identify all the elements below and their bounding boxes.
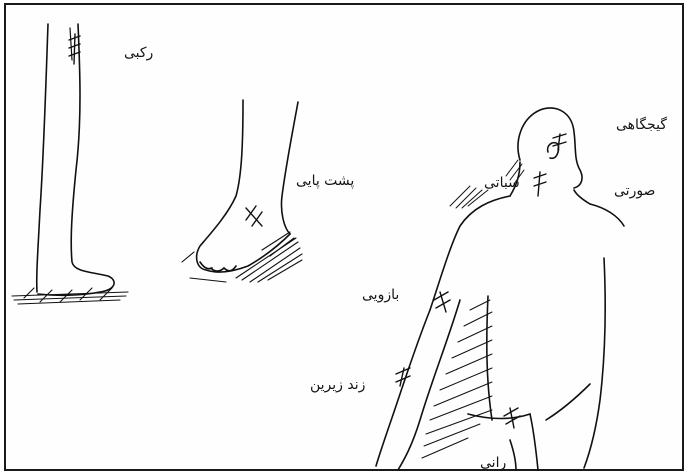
- label-dorsal-foot: پشت پایی: [296, 174, 354, 188]
- torso-drawing: [376, 108, 624, 470]
- label-knee: رکبی: [124, 46, 153, 60]
- label-temporal: گیجگاهی: [616, 118, 667, 132]
- leg-drawing: [37, 24, 114, 295]
- label-facial: صورتی: [614, 184, 655, 198]
- label-brachial: بازویی: [362, 288, 399, 302]
- brachial-pulse-mark-icon: [434, 292, 450, 312]
- dorsal-foot-pulse-mark-icon: [246, 206, 262, 226]
- label-subclavian: سباتی: [484, 176, 520, 190]
- facial-pulse-mark-icon: [534, 172, 546, 196]
- label-femoral: رانی: [480, 456, 506, 470]
- torso-shading: [422, 300, 492, 458]
- label-radial: زند زیرین: [310, 378, 365, 392]
